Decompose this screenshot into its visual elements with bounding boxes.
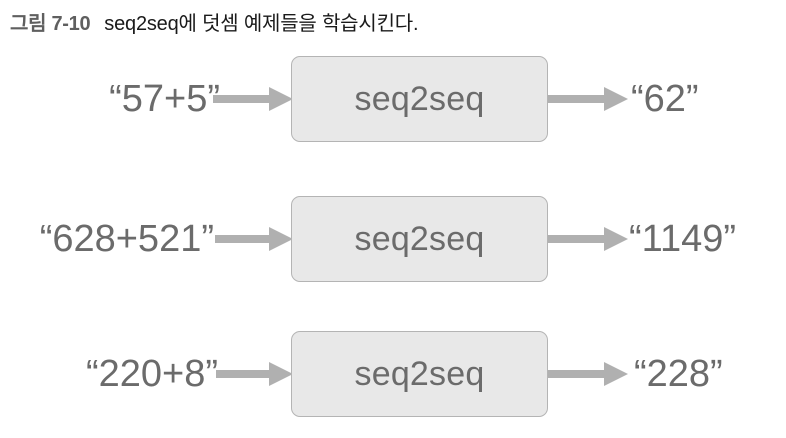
seq2seq-label: seq2seq — [354, 219, 485, 258]
output-label: “62” — [631, 77, 699, 120]
arrow-right-icon — [548, 225, 628, 253]
arrow-right-icon — [215, 225, 293, 253]
flow-row: “57+5” seq2seq “62” — [0, 56, 786, 142]
figure-caption-text: seq2seq에 덧셈 예제들을 학습시킨다. — [104, 13, 419, 35]
seq2seq-box: seq2seq — [291, 56, 548, 142]
input-label: “628+521” — [39, 217, 214, 260]
flow-row: “628+521” seq2seq “1149” — [0, 196, 786, 282]
arrow-right-icon — [548, 85, 628, 113]
seq2seq-label: seq2seq — [354, 354, 485, 393]
figure-caption: 그림 7-10 seq2seq에 덧셈 예제들을 학습시킨다. — [10, 7, 419, 37]
output-label: “1149” — [629, 217, 737, 260]
flow-row: “220+8” seq2seq “228” — [0, 331, 786, 417]
arrow-right-icon — [548, 360, 628, 388]
arrow-right-icon — [216, 360, 293, 388]
seq2seq-box: seq2seq — [291, 331, 548, 417]
input-label: “57+5” — [109, 77, 220, 120]
arrow-right-icon — [213, 85, 293, 113]
output-label: “228” — [634, 352, 723, 395]
seq2seq-label: seq2seq — [354, 79, 485, 118]
input-label: “220+8” — [85, 352, 218, 395]
figure-number-label: 그림 7-10 — [10, 13, 91, 35]
seq2seq-box: seq2seq — [291, 196, 548, 282]
